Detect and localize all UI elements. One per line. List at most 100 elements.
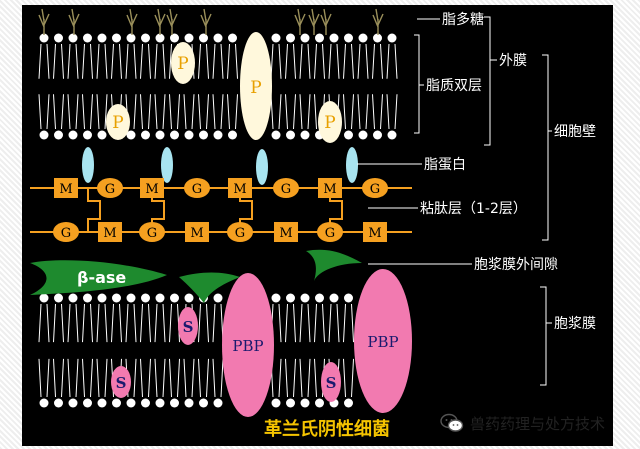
lps-chain <box>308 8 320 35</box>
lipid-head <box>271 293 281 303</box>
lipid-head <box>387 130 397 140</box>
lipid-head <box>83 293 92 303</box>
glucosamine-unit: G <box>227 222 253 242</box>
lipid-tail <box>314 303 325 343</box>
lipid-head <box>155 33 165 43</box>
lps-chain <box>320 8 332 35</box>
lipid-head <box>315 33 324 43</box>
lipid-tail <box>270 43 282 79</box>
slide: P P P P <box>22 5 613 446</box>
lipid-tail <box>372 43 383 79</box>
lipid-head <box>126 130 136 140</box>
pbp-label: PBP <box>367 333 398 351</box>
lipid-head <box>141 33 150 43</box>
lipid-head <box>155 130 165 140</box>
lipid-head <box>271 33 281 43</box>
lipopolysaccharide-chains <box>38 8 384 35</box>
lipid-head <box>286 33 295 43</box>
lipid-head <box>68 130 78 140</box>
unit-label: M <box>103 226 116 241</box>
penicillin-binding-protein-left: PBP <box>222 273 274 417</box>
penicillin-binding-protein-right: PBP <box>354 269 412 413</box>
unit-label: G <box>325 226 335 241</box>
lps-chain <box>38 8 50 35</box>
unit-label: M <box>279 226 292 241</box>
lipid-tail <box>140 43 151 79</box>
lipid-tail <box>357 94 369 130</box>
lipid-head <box>329 293 339 303</box>
lipid-tail <box>96 358 108 398</box>
lipid-head <box>112 33 121 43</box>
lipid-tail <box>357 43 369 79</box>
lipid-head <box>170 398 179 408</box>
lipid-head <box>39 293 49 303</box>
lipid-tail <box>82 43 93 79</box>
unit-label: M <box>190 226 203 241</box>
beta-lactamase-crescent <box>179 272 240 303</box>
porin-small-left: P <box>106 104 130 140</box>
lipid-head <box>170 33 179 43</box>
lipid-head <box>39 130 49 140</box>
lipid-head <box>112 293 121 303</box>
lipid-tail <box>183 358 195 398</box>
lipid-head <box>344 293 353 303</box>
muramic-unit: M <box>363 222 387 242</box>
lipid-tail <box>38 303 50 343</box>
lipid-tail <box>96 94 108 130</box>
lipid-tail <box>212 303 224 343</box>
lipid-tail <box>53 303 64 343</box>
lipid-head <box>213 293 223 303</box>
lipid-head <box>315 398 324 408</box>
porin-label: P <box>177 54 188 74</box>
lipid-head <box>83 130 92 140</box>
lps-chain <box>294 8 306 35</box>
lipid-head <box>286 293 295 303</box>
lipid-tail <box>53 358 64 398</box>
lipid-head <box>213 398 223 408</box>
beta-lactamase-main: β-ase <box>30 260 167 295</box>
s-protein: S <box>321 362 341 402</box>
glucosamine-unit: G <box>362 178 388 198</box>
lipid-tail <box>386 94 398 130</box>
lipid-tail <box>343 94 354 130</box>
lipid-head <box>39 398 49 408</box>
glucosamine-unit: G <box>53 222 79 242</box>
lipid-tail <box>111 43 122 79</box>
glucosamine-unit: G <box>317 222 343 242</box>
lipid-tail <box>53 43 64 79</box>
label-outer-membrane: 外膜 <box>499 53 527 69</box>
lipid-tail <box>198 94 209 130</box>
porin-large: P <box>240 32 272 140</box>
lipid-head <box>315 293 324 303</box>
lipid-tail <box>82 358 93 398</box>
lipid-head <box>344 130 353 140</box>
lipid-head <box>112 398 121 408</box>
lipid-head <box>300 33 310 43</box>
s-protein: S <box>111 366 131 398</box>
unit-label: G <box>370 182 380 197</box>
lipid-tail <box>38 43 50 79</box>
muramic-unit: M <box>228 178 252 198</box>
diagram-caption: 革兰氏阴性细菌 <box>264 418 390 440</box>
lipid-head <box>344 398 353 408</box>
lipid-head <box>97 130 107 140</box>
lipid-tail <box>212 43 224 79</box>
lipid-tail <box>198 43 209 79</box>
lipid-head <box>97 293 107 303</box>
porin-label: P <box>250 78 261 98</box>
lipid-head <box>300 130 310 140</box>
lipid-head <box>54 130 63 140</box>
lipid-head <box>184 398 194 408</box>
lipid-head <box>184 33 194 43</box>
lipid-head <box>358 33 368 43</box>
porin-small-top: P <box>171 42 195 84</box>
lipid-head <box>373 130 382 140</box>
lipid-head <box>83 33 92 43</box>
lipid-tail <box>82 94 93 130</box>
lipid-tail <box>285 303 296 343</box>
lipid-head <box>68 33 78 43</box>
lipoproteins <box>82 147 358 185</box>
lipid-tail <box>38 94 50 130</box>
